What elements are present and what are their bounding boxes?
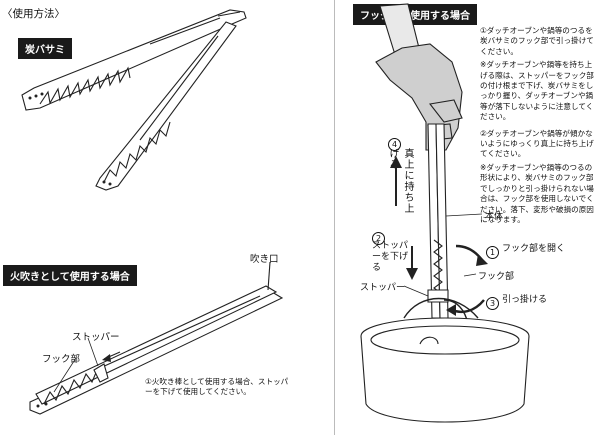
blowpipe-header: 火吹きとして使用する場合 <box>3 265 137 286</box>
hook-label-right: フック部 <box>478 272 515 282</box>
note-2: ②ダッチオーブンや鍋等が傾かないようにゆっくり真上に持ち上げてください。 <box>480 128 594 159</box>
body-label: 本体 <box>485 212 504 222</box>
step1-label: フック部を開く <box>502 244 566 254</box>
step2-label: ストッパーを下げる <box>372 241 409 273</box>
usage-title: 〈使用方法〉 <box>2 8 65 20</box>
stopper-label-right: ストッパー <box>360 283 406 293</box>
note-1-caution: ※ダッチオーブンや鍋等を持ち上げる際は、ストッパーをフック部の付け根まで下げ、炭… <box>480 60 594 122</box>
step3-badge: 3 <box>486 291 499 310</box>
hook-label-left: フック部 <box>42 354 81 365</box>
step4-label: 真上に持ち上げる <box>387 148 413 214</box>
hook-usage-notes: ①ダッチオーブンや鍋等のつるを炭バサミのフック部で引っ掛けてください。 ※ダッチ… <box>480 26 598 225</box>
step2-badge: 2 <box>372 226 385 245</box>
tongs-label: 炭バサミ <box>18 38 72 59</box>
step3-label: 引っ掛ける <box>502 295 548 305</box>
step1-badge: 1 <box>486 240 499 259</box>
stopper-label-left: ストッパー <box>72 332 120 343</box>
blowpipe-note: ①火吹き棒として使用する場合、ストッパーを下げて使用してください。 <box>145 377 289 397</box>
blowhole-label: 吹き口 <box>250 254 279 265</box>
note-1: ①ダッチオーブンや鍋等のつるを炭バサミのフック部で引っ掛けてください。 <box>480 26 594 56</box>
column-divider <box>334 0 335 435</box>
note-2-caution: ※ダッチオーブンや鍋等のつるの形状により、炭バサミのフック部でしっかりと引っ掛け… <box>480 162 594 224</box>
step4-badge: 4 <box>388 132 401 151</box>
